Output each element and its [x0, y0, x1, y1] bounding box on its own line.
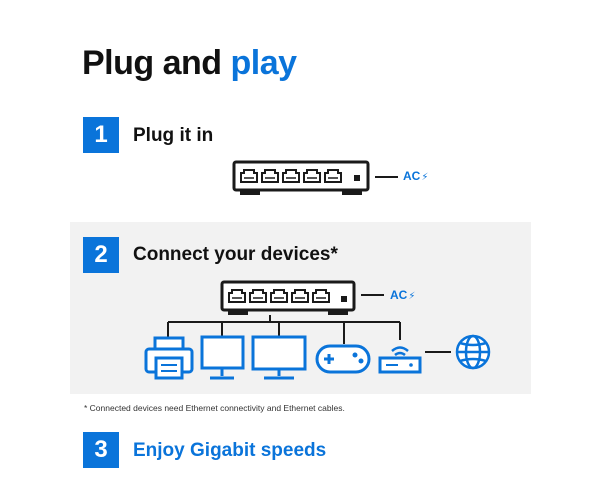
- footnote: * Connected devices need Ethernet connec…: [84, 403, 345, 413]
- step-1-label: Plug it in: [133, 125, 214, 146]
- network-switch-icon: [220, 280, 356, 315]
- step-3-badge: 3: [83, 432, 119, 468]
- ethernet-port: [324, 169, 342, 183]
- ethernet-port: [282, 169, 300, 183]
- game-controller-icon: [315, 344, 371, 374]
- ethernet-connections: [167, 315, 401, 344]
- ethernet-port: [291, 289, 309, 303]
- power-cable-1: [375, 176, 398, 178]
- step-3-label: Enjoy Gigabit speeds: [133, 440, 327, 461]
- title-main: Plug and: [82, 44, 231, 82]
- ethernet-port: [270, 289, 288, 303]
- lightning-bolt-icon: ⚡: [408, 291, 416, 302]
- ethernet-port: [228, 289, 246, 303]
- step-2-badge: 2: [83, 237, 119, 273]
- step-1-badge: 1: [83, 117, 119, 153]
- router-icon: [378, 346, 422, 374]
- power-cable-2: [361, 294, 384, 296]
- ethernet-port: [261, 169, 279, 183]
- monitor-icon: [200, 335, 245, 380]
- lightning-bolt-icon: ⚡: [421, 172, 429, 183]
- step-1-illustration: [232, 160, 370, 195]
- page-title: Plug and play: [82, 44, 297, 83]
- ethernet-port: [312, 289, 330, 303]
- ethernet-port: [240, 169, 258, 183]
- title-accent: play: [230, 44, 298, 82]
- ac-label-2: AC⚡: [390, 288, 416, 302]
- printer-icon: [144, 336, 194, 380]
- network-switch-icon: [232, 160, 370, 195]
- step-2-illustration: [144, 280, 491, 380]
- ethernet-port: [249, 289, 267, 303]
- step-2-label: Connect your devices*: [133, 244, 338, 265]
- ac-label-1: AC⚡: [403, 169, 429, 183]
- monitor-icon: [251, 335, 307, 380]
- ethernet-port: [303, 169, 321, 183]
- globe-icon: [455, 334, 491, 370]
